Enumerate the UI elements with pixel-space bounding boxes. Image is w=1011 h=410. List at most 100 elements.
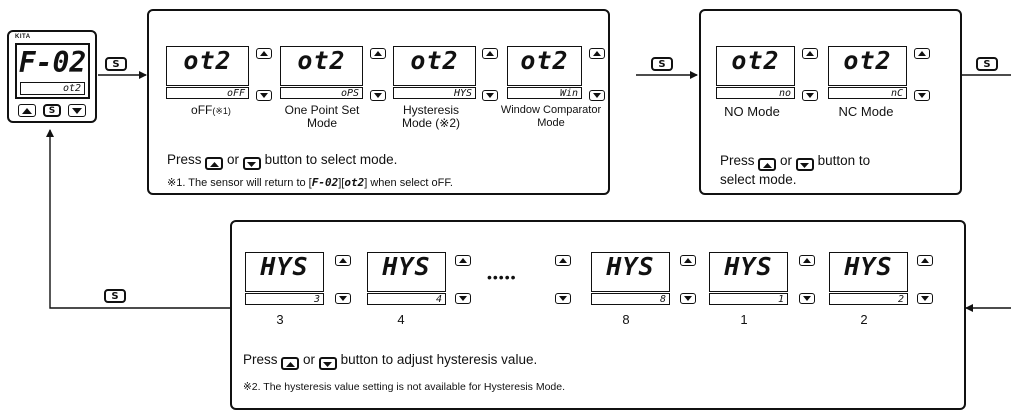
down-button-icon[interactable] bbox=[680, 293, 696, 304]
hys-value-1: 1 bbox=[740, 312, 748, 327]
down-button-icon[interactable] bbox=[555, 293, 571, 304]
nc-sub-no: no bbox=[716, 87, 795, 99]
up-button-icon[interactable] bbox=[799, 255, 815, 266]
up-button-icon[interactable] bbox=[335, 255, 351, 266]
up-button-icon[interactable] bbox=[555, 255, 571, 266]
s-button-to-mode[interactable]: S bbox=[105, 57, 127, 71]
down-button-icon[interactable] bbox=[370, 90, 386, 101]
mode-label-off: oFF(※1) bbox=[166, 104, 256, 118]
nc-label-no: NO Mode bbox=[724, 104, 780, 119]
ellipsis-dots: ••••• bbox=[487, 269, 517, 285]
down-button-icon[interactable] bbox=[917, 293, 933, 304]
hys-value-3: 3 bbox=[276, 312, 284, 327]
hys-value-8: 8 bbox=[622, 312, 630, 327]
lcd-main-text: ot2 bbox=[843, 46, 892, 75]
down-button-icon[interactable] bbox=[335, 293, 351, 304]
hys-sub-8: 8 bbox=[591, 293, 670, 305]
nc-label-nc: NC Mode bbox=[838, 104, 894, 119]
device-brand-logo: KITA bbox=[15, 34, 31, 40]
hys-lcd-1: HYS bbox=[709, 252, 788, 292]
mode-lcd-window: ot2 bbox=[507, 46, 582, 86]
down-button-icon[interactable] bbox=[802, 90, 818, 101]
hys-sub-3: 3 bbox=[245, 293, 324, 305]
mode-sub-one-point: oPS bbox=[280, 87, 363, 99]
up-button-icon[interactable] bbox=[917, 255, 933, 266]
lcd-main-text: ot2 bbox=[410, 46, 459, 75]
footnote-text: ※1. The sensor will return to [ bbox=[167, 177, 312, 189]
device-up-button[interactable] bbox=[18, 104, 36, 117]
down-button-icon bbox=[318, 357, 337, 370]
nc-lcd-nc: ot2 bbox=[828, 46, 907, 86]
up-button-icon[interactable] bbox=[256, 48, 272, 59]
controller-device: KITA F-02 ot2 S bbox=[7, 30, 97, 123]
up-button-icon[interactable] bbox=[482, 48, 498, 59]
instruction-or: or bbox=[227, 152, 240, 167]
up-button-icon[interactable] bbox=[589, 48, 605, 59]
footnote-code-1: F-02 bbox=[311, 176, 339, 189]
s-button-return-home[interactable]: S bbox=[104, 289, 126, 303]
lcd-main-text: HYS bbox=[382, 252, 431, 281]
up-button-icon bbox=[281, 357, 300, 370]
instruction-text: Press bbox=[167, 152, 202, 167]
mode-instruction: Press or button to select mode. bbox=[167, 152, 397, 170]
up-button-icon[interactable] bbox=[802, 48, 818, 59]
lcd-main-text: HYS bbox=[260, 252, 309, 281]
down-button-icon[interactable] bbox=[589, 90, 605, 101]
lcd-main-text: HYS bbox=[724, 252, 773, 281]
lcd-main-text: HYS bbox=[844, 252, 893, 281]
instruction-line-2: select mode. bbox=[720, 172, 797, 187]
s-button-to-nc[interactable]: S bbox=[651, 57, 673, 71]
down-button-icon[interactable] bbox=[455, 293, 471, 304]
up-button-icon bbox=[758, 158, 777, 171]
hys-value-4: 4 bbox=[397, 312, 405, 327]
down-button-icon[interactable] bbox=[256, 90, 272, 101]
instruction-text-2: button to adjust hysteresis value. bbox=[340, 352, 538, 367]
nc-sub-nc: nC bbox=[828, 87, 907, 99]
label-text-2: Mode (※2) bbox=[401, 116, 461, 130]
hys-instruction: Press or button to adjust hysteresis val… bbox=[243, 352, 537, 370]
mode-lcd-one-point: ot2 bbox=[280, 46, 363, 86]
device-display: F-02 ot2 bbox=[15, 43, 90, 99]
lcd-main-text: ot2 bbox=[183, 46, 232, 75]
no-nc-panel bbox=[699, 9, 962, 195]
mode-lcd-off: ot2 bbox=[166, 46, 249, 86]
device-down-button[interactable] bbox=[68, 104, 86, 117]
device-set-button[interactable]: S bbox=[43, 104, 61, 117]
mode-label-one-point: One Point Set Mode bbox=[262, 104, 382, 130]
up-button-icon[interactable] bbox=[680, 255, 696, 266]
hys-lcd-8: HYS bbox=[591, 252, 670, 292]
hys-sub-4: 4 bbox=[367, 293, 446, 305]
mode-sub-off: oFF bbox=[166, 87, 249, 99]
mode-sub-hysteresis: HYS bbox=[393, 87, 476, 99]
label-text-2: Mode bbox=[306, 116, 338, 130]
mode-label-window: Window Comparator Mode bbox=[492, 104, 610, 130]
instruction-text-2: button to bbox=[817, 153, 871, 168]
mode-lcd-hysteresis: ot2 bbox=[393, 46, 476, 86]
hys-lcd-2: HYS bbox=[829, 252, 908, 292]
hys-lcd-3: HYS bbox=[245, 252, 324, 292]
up-button-icon[interactable] bbox=[455, 255, 471, 266]
label-text: Hysteresis bbox=[402, 103, 459, 117]
mode-label-hysteresis: Hysteresis Mode (※2) bbox=[376, 104, 486, 130]
instruction-or: or bbox=[303, 352, 316, 367]
instruction-text: Press bbox=[720, 153, 755, 168]
mode-footnote: ※1. The sensor will return to [F-02][ot2… bbox=[167, 176, 453, 189]
down-button-icon[interactable] bbox=[482, 90, 498, 101]
label-text: Window Comparator bbox=[500, 104, 602, 116]
down-button-icon[interactable] bbox=[914, 90, 930, 101]
up-button-icon[interactable] bbox=[914, 48, 930, 59]
up-button-icon[interactable] bbox=[370, 48, 386, 59]
label-text: oFF bbox=[191, 103, 213, 117]
instruction-text: Press bbox=[243, 352, 278, 367]
hys-sub-1: 1 bbox=[709, 293, 788, 305]
lcd-main-text: ot2 bbox=[520, 46, 569, 75]
instruction-text-2: button to select mode. bbox=[264, 152, 398, 167]
lcd-main-text: ot2 bbox=[731, 46, 780, 75]
up-button-icon bbox=[205, 157, 224, 170]
footnote-text-mid: ][ bbox=[338, 177, 345, 189]
output-mode-panel bbox=[147, 9, 610, 195]
s-button-to-hys[interactable]: S bbox=[976, 57, 998, 71]
down-button-icon[interactable] bbox=[799, 293, 815, 304]
device-sub-readout: ot2 bbox=[20, 82, 85, 95]
footnote-code-2: ot2 bbox=[344, 176, 365, 189]
